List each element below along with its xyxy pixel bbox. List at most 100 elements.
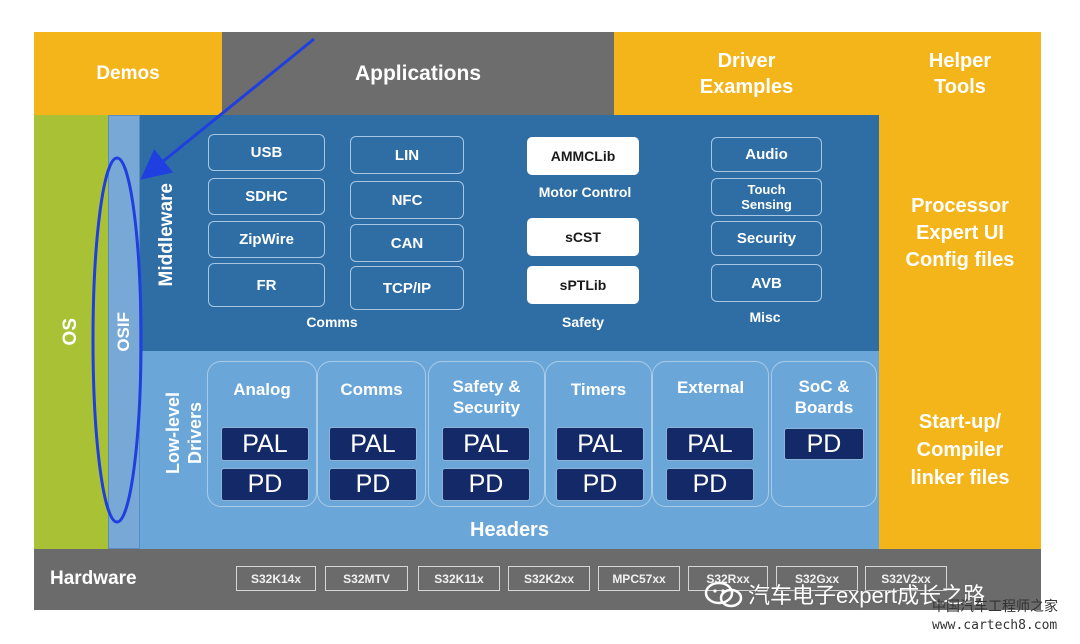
hardware-label: Hardware <box>50 568 137 590</box>
processor-expert-line3: Config files <box>905 248 1015 271</box>
demos-label: Demos <box>96 62 160 84</box>
mw-usb-label: USB <box>250 144 283 161</box>
ammclib-label: AMMCLib <box>550 148 616 164</box>
hw-chip-s32k2xx: S32K2xx <box>508 566 590 591</box>
pal-chip: PAL <box>442 427 530 461</box>
startup-line1: Start-up/ <box>918 411 1002 433</box>
timers-title-text: Timers <box>570 379 627 399</box>
external-title-text: External <box>676 377 745 397</box>
pd-chip-label: PD <box>468 470 504 498</box>
pal-chip-label: PAL <box>350 429 396 458</box>
mw-zipwire-box: ZipWire <box>208 221 325 258</box>
mw-fr-box: FR <box>208 263 325 307</box>
driver-examples-line1: Driver <box>717 49 776 72</box>
comms-title-text: Comms <box>340 379 403 399</box>
pal-chip-label: PAL <box>463 429 509 458</box>
hw-chip-s32gxx: S32Gxx <box>776 566 858 591</box>
scst-box: sCST <box>527 218 639 256</box>
mw-tcpip-label: TCP/IP <box>382 279 432 297</box>
hw-chip-label: S32K2xx <box>523 571 575 586</box>
startup-compiler-panel: Start-up/ Compiler linker files <box>879 351 1041 549</box>
watermark-site-url: www.cartech8.com <box>932 618 1057 633</box>
hw-chip-s32k14x: S32K14x <box>236 566 316 591</box>
hw-chip-label: S32V2xx <box>881 571 931 586</box>
pd-chip-label: PD <box>355 470 391 498</box>
processor-expert-panel: Processor Expert UI Config files <box>879 115 1041 351</box>
lld-column-analog-title: Analog <box>207 370 317 408</box>
mw-can-box: CAN <box>350 224 464 262</box>
mw-security-label: Security <box>736 230 797 247</box>
sptlib-label: sPTLib <box>559 277 607 293</box>
headers-label: Headers <box>470 519 549 541</box>
pd-chip: PD <box>784 428 864 460</box>
mw-can-label: CAN <box>390 234 424 252</box>
pal-chip: PAL <box>221 427 309 461</box>
safety-security-title-text: Safety & Security <box>452 377 521 417</box>
annotation-arrow <box>140 37 315 180</box>
hw-chip-label: S32K14x <box>250 571 302 586</box>
startup-line3: linker files <box>910 467 1010 489</box>
watermark-site-url-value: www.cartech8.com <box>932 618 1058 633</box>
pd-chip: PD <box>442 468 530 501</box>
mw-touch-sensing-box: Touch Sensing <box>711 178 822 216</box>
pd-chip-label: PD <box>247 470 283 498</box>
helper-tools-line1: Helper <box>928 49 992 72</box>
motor-control-text: Motor Control <box>538 184 632 200</box>
mw-nfc-box: NFC <box>350 181 464 219</box>
pal-chip-label: PAL <box>242 429 288 458</box>
hw-chip-s32v2xx: S32V2xx <box>865 566 947 591</box>
mw-touch-sensing-label: Touch Sensing <box>741 182 792 212</box>
pal-chip-label: PAL <box>687 429 733 458</box>
pd-chip: PD <box>666 468 754 501</box>
comms-group-label: Comms <box>282 312 382 332</box>
mw-security-box: Security <box>711 221 822 256</box>
driver-examples-line2: Examples <box>699 75 794 98</box>
pal-chip: PAL <box>329 427 417 461</box>
hardware-label-text: Hardware <box>50 568 137 589</box>
hw-chip-label: S32Gxx <box>794 571 840 586</box>
mw-lin-label: LIN <box>394 146 420 164</box>
watermark-site-cn: 中国汽车工程师之家 <box>932 596 1058 616</box>
driver-examples-block: Driver Examples <box>614 32 879 115</box>
lld-column-soc-boards-title: SoC & Boards <box>781 372 867 422</box>
lld-column-external-title: External <box>652 368 769 406</box>
mw-fr-label: FR <box>256 276 277 294</box>
startup-line2: Compiler <box>916 439 1004 461</box>
demos-block: Demos <box>34 32 222 115</box>
hw-chip-s32k11x: S32K11x <box>418 566 500 591</box>
safety-group-label: Safety <box>530 312 636 332</box>
mw-zipwire-label: ZipWire <box>239 231 294 248</box>
mw-avb-box: AVB <box>711 264 822 302</box>
mw-sdhc-box: SDHC <box>208 178 325 215</box>
helper-tools-block: Helper Tools <box>879 32 1041 115</box>
pal-chip: PAL <box>556 427 644 461</box>
pd-chip-label: PD <box>582 470 618 498</box>
applications-label: Applications <box>354 61 481 85</box>
processor-expert-line1: Processor <box>911 194 1009 217</box>
motor-control-label: Motor Control <box>515 182 655 202</box>
misc-group-text: Misc <box>749 309 781 325</box>
scst-label: sCST <box>565 229 601 245</box>
comms-group-text: Comms <box>306 314 358 330</box>
wechat-icon <box>704 580 744 610</box>
mw-audio-box: Audio <box>711 137 822 172</box>
mw-sdhc-label: SDHC <box>245 188 288 205</box>
lld-column-safety-security-title: Safety & Security <box>438 372 535 422</box>
hw-chip-label: MPC57xx <box>612 571 666 586</box>
pal-chip-label: PAL <box>577 429 623 458</box>
analog-title-text: Analog <box>233 379 291 399</box>
watermark-site-cn-value: 中国汽车工程师之家 <box>932 598 1058 614</box>
hw-chip-label: S32K11x <box>434 571 484 586</box>
processor-expert-line2: Expert UI <box>916 221 1004 244</box>
hw-chip-s32mtv: S32MTV <box>325 566 408 591</box>
mw-avb-label: AVB <box>751 274 782 292</box>
osif-highlight-ellipse <box>91 156 143 524</box>
helper-tools-line2: Tools <box>934 75 986 98</box>
sptlib-box: sPTLib <box>527 266 639 304</box>
mw-nfc-label: NFC <box>391 191 423 209</box>
lld-column-comms-title: Comms <box>317 370 426 408</box>
hw-chip-mpc57xx: MPC57xx <box>598 566 680 591</box>
mw-lin-box: LIN <box>350 136 464 174</box>
watermark: 汽车电子expert成长之路 中国汽车工程师之家 www.cartech8.co… <box>700 574 1072 638</box>
